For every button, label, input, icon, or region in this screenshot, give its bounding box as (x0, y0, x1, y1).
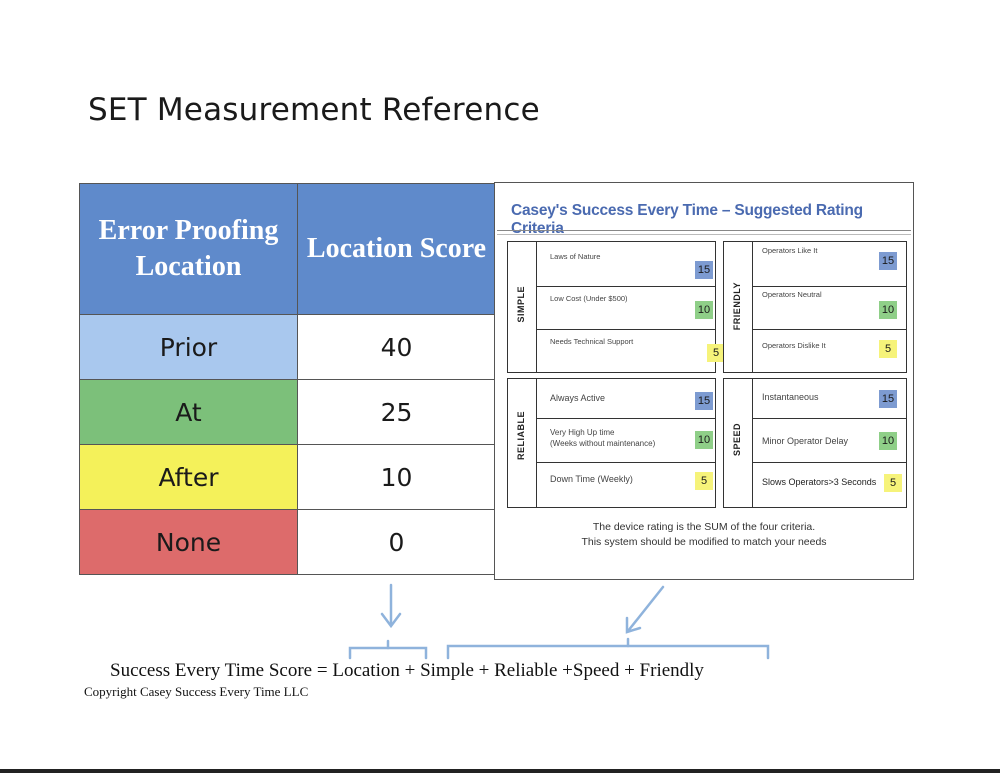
table-row: At 25 (79, 379, 496, 445)
criteria-bracket (446, 644, 770, 660)
location-cell: None (79, 509, 298, 575)
criteria-label-line2: (Weeks without maintenance) (550, 439, 656, 448)
criteria-label: Operators Like It (762, 246, 818, 255)
criteria-note-modify: This system should be modified to match … (581, 536, 827, 548)
criteria-title: Casey's Success Every Time – Suggested R… (511, 202, 863, 237)
table-row: None 0 (79, 509, 496, 575)
score-badge: 10 (879, 432, 897, 450)
location-cell: At (79, 379, 298, 445)
criteria-label: Laws of Nature (550, 252, 601, 261)
header-error-proofing-location: Error Proofing Location (79, 183, 298, 315)
criteria-row: Instantaneous 15 (752, 379, 906, 419)
location-arrow-head (380, 612, 402, 629)
score-badge: 5 (707, 344, 725, 362)
criteria-row: Operators Neutral 10 (752, 286, 906, 330)
criteria-label: Operators Dislike It (762, 341, 826, 350)
criteria-row: Low Cost (Under $500) 10 (536, 286, 715, 330)
criteria-label: Low Cost (Under $500) (550, 294, 628, 303)
criteria-row: Needs Technical Support 5 (536, 329, 725, 372)
criteria-label: Operators Neutral (762, 290, 822, 299)
criteria-row: Operators Like It 15 (752, 242, 906, 287)
criteria-label: Minor Operator Delay (762, 436, 849, 446)
criteria-row: Operators Dislike It 5 (752, 329, 906, 372)
score-badge: 5 (695, 472, 713, 490)
score-cell: 25 (297, 379, 496, 445)
score-badge: 10 (695, 431, 713, 449)
simple-quadrant: SIMPLE Laws of Nature 15 Low Cost (Under… (507, 241, 725, 373)
score-cell: 0 (297, 509, 496, 575)
score-badge: 15 (879, 390, 897, 408)
criteria-label: Down Time (Weekly) (550, 474, 633, 484)
criteria-arrow-head (625, 616, 642, 634)
header-location-score: Location Score (297, 183, 496, 315)
criteria-label: Needs Technical Support (550, 337, 634, 346)
score-badge: 10 (879, 301, 897, 319)
criteria-label: Very High Up time (550, 428, 615, 437)
location-bracket (348, 646, 428, 660)
location-cell: After (79, 444, 298, 510)
location-score-table: Error Proofing Location Location Score P… (79, 183, 496, 575)
criteria-row: Laws of Nature 15 (536, 242, 715, 287)
copyright-notice: Copyright Casey Success Every Time LLC (84, 684, 309, 699)
rating-criteria-panel: Casey's Success Every Time – Suggested R… (494, 182, 914, 580)
title-divider-secondary (497, 234, 911, 235)
criteria-label: Always Active (550, 393, 606, 403)
set-score-formula: Success Every Time Score = Location + Si… (110, 660, 704, 681)
score-badge: 10 (695, 301, 713, 319)
criteria-row: Always Active 15 (536, 379, 715, 419)
criteria-label: Instantaneous (762, 392, 819, 402)
score-badge: 15 (695, 261, 713, 279)
reliable-quadrant: RELIABLE Always Active 15 Very High Up t… (507, 378, 716, 508)
criteria-row: Down Time (Weekly) 5 (536, 462, 715, 507)
speed-quadrant: SPEED Instantaneous 15 Minor Operator De… (723, 378, 907, 508)
criteria-row: Very High Up time (Weeks without mainten… (536, 418, 715, 463)
friendly-quadrant: FRIENDLY Operators Like It 15 Operators … (723, 241, 907, 373)
table-row: After 10 (79, 444, 496, 510)
criteria-row: Minor Operator Delay 10 (752, 418, 906, 463)
score-badge: 5 (879, 340, 897, 358)
bottom-edge (0, 769, 1000, 773)
criteria-row: Slows Operators>3 Seconds 5 (752, 462, 906, 507)
table-header-row: Error Proofing Location Location Score (79, 183, 496, 315)
page-title: SET Measurement Reference (88, 92, 540, 128)
criteria-note-sum: The device rating is the SUM of the four… (592, 521, 816, 533)
score-badge: 5 (884, 474, 902, 492)
score-cell: 10 (297, 444, 496, 510)
title-divider (497, 230, 911, 231)
criteria-arrow-shaft (626, 585, 665, 633)
score-badge: 15 (695, 392, 713, 410)
criteria-label: Slows Operators>3 Seconds (762, 477, 877, 487)
score-badge: 15 (879, 252, 897, 270)
